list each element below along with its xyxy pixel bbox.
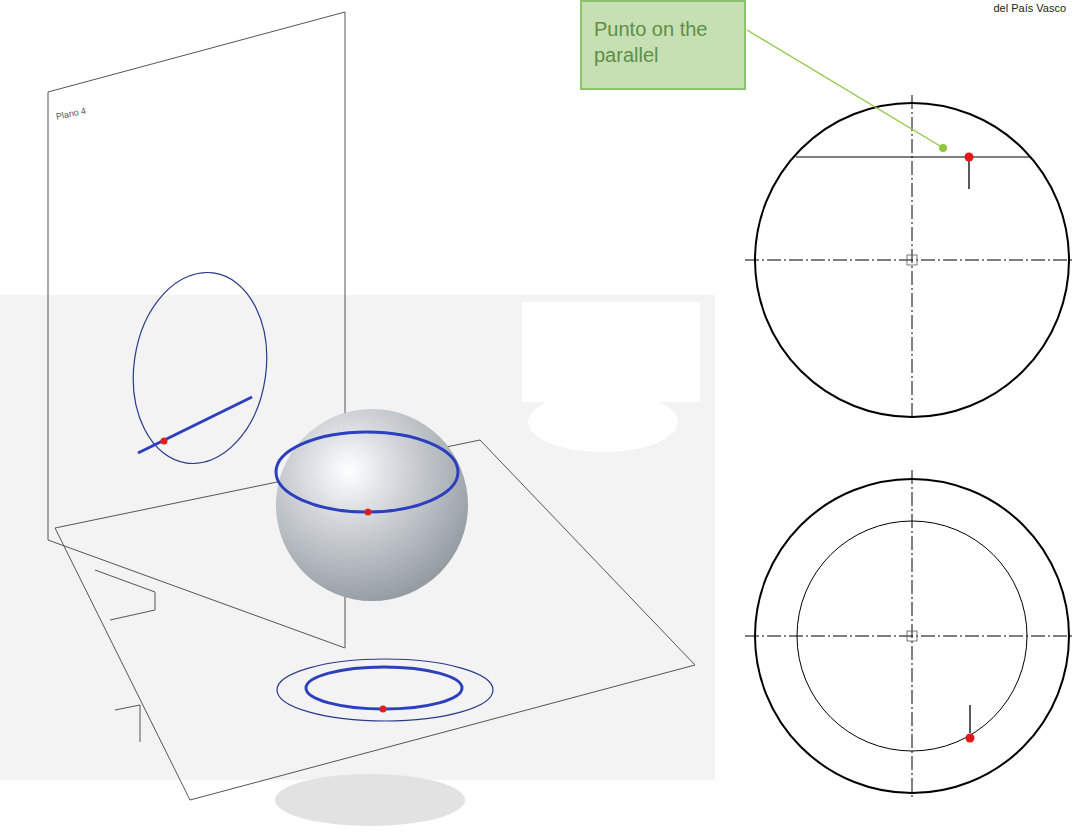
plan-view: [745, 470, 1073, 800]
scene-ground: [0, 295, 715, 780]
leader-line: [747, 30, 940, 146]
highlight-patch: [522, 302, 700, 402]
callout-text: Punto on the parallel: [594, 16, 734, 68]
plane-label: Plano 4: [55, 106, 87, 122]
point: [365, 509, 372, 516]
sphere-projection: [277, 659, 493, 721]
plane-notch: [115, 705, 140, 742]
point-projection: [380, 706, 387, 713]
leader-dot: [939, 144, 947, 152]
highlight-patch: [528, 392, 678, 452]
sphere: [276, 409, 468, 601]
parallel-projection: [138, 397, 252, 453]
parallel-projection: [306, 667, 462, 709]
plane-notch: [95, 570, 155, 620]
callout-box: Punto on the parallel: [580, 0, 746, 90]
sphere-projection: [121, 264, 278, 473]
header-text: del País Vasco: [993, 2, 1066, 14]
parallel: [276, 432, 458, 512]
shadow: [275, 774, 465, 826]
point-projection: [161, 438, 168, 445]
elevation-view: [745, 95, 1073, 420]
